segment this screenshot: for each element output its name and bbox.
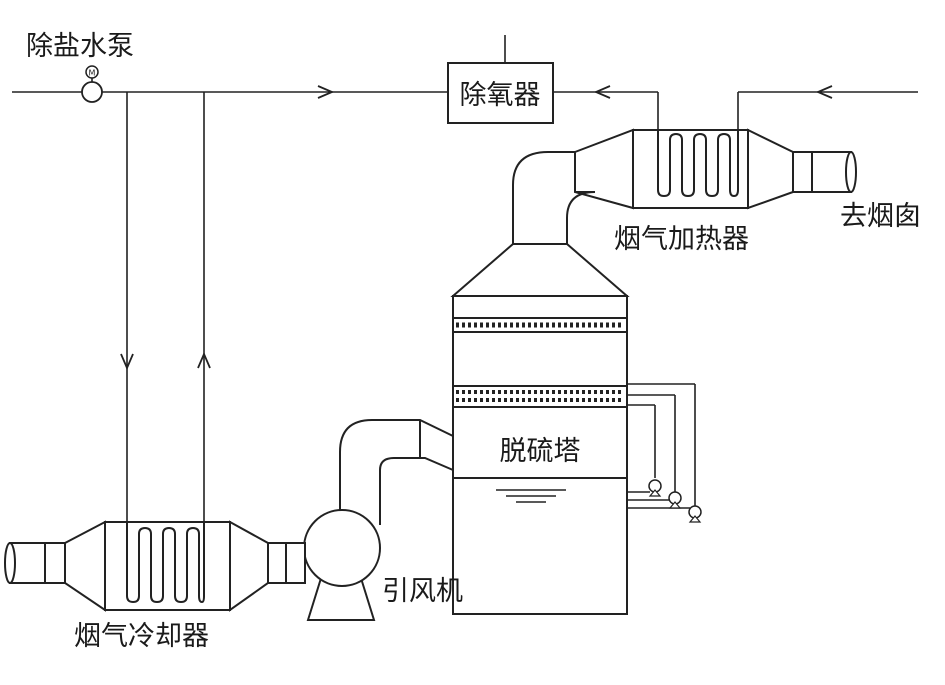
tower-to-heater-duct bbox=[512, 151, 575, 244]
pump-symbol: M bbox=[89, 69, 96, 78]
desulfurization-tower-label: 脱硫塔 bbox=[500, 436, 581, 467]
induced-draft-fan-label: 引风机 bbox=[382, 576, 463, 607]
flow-arrows bbox=[120, 85, 833, 371]
flue-gas-cooler-label: 烟气冷却器 bbox=[74, 621, 209, 652]
fan-to-tower-duct bbox=[339, 419, 454, 510]
induced-draft-fan bbox=[303, 509, 381, 621]
flue-gas-heater bbox=[574, 128, 857, 210]
flue-gas-heater-label: 烟气加热器 bbox=[614, 224, 749, 255]
demin-water-pump: M bbox=[81, 65, 103, 103]
demin-pump-label: 除盐水泵 bbox=[26, 31, 134, 62]
recirculation-pumps bbox=[627, 383, 702, 523]
deaerator-label: 除氧器 bbox=[460, 80, 541, 111]
desulfurization-tower bbox=[450, 243, 630, 615]
flue-gas-cooler bbox=[4, 520, 306, 612]
to-chimney-label: 去烟囱 bbox=[840, 201, 921, 232]
deaerator-box bbox=[447, 62, 554, 124]
